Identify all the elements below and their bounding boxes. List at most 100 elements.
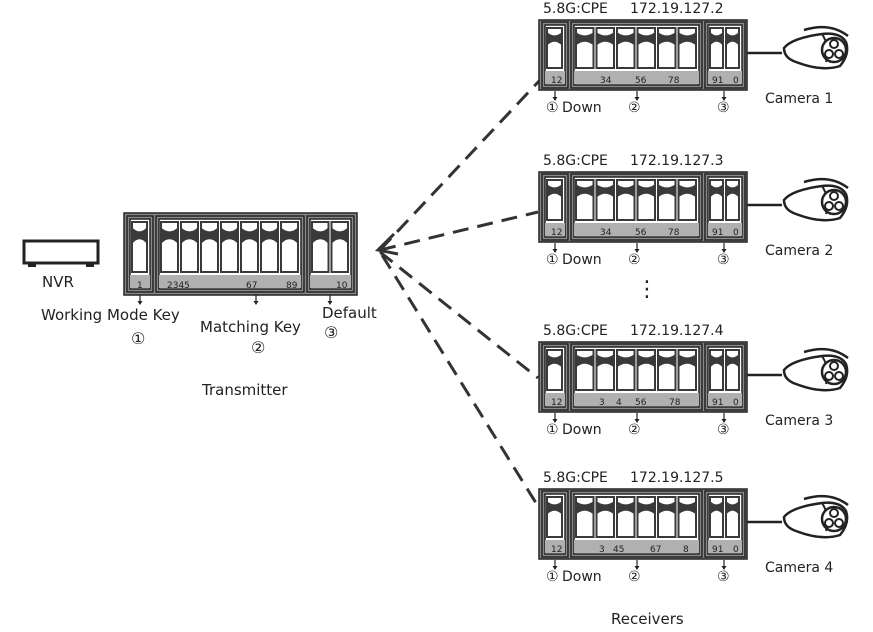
rx-tick-1 — [552, 560, 558, 570]
rx-default-group — [704, 173, 746, 241]
rx-marker-2: ② — [628, 422, 641, 438]
rx-working-mode-group — [541, 343, 569, 411]
tx-default-group — [306, 215, 355, 293]
rx-tick-1 — [552, 243, 558, 253]
receiver-band-label: 5.8G:CPE — [543, 470, 608, 486]
rx-matching-key-group-switch-3 — [616, 179, 636, 221]
tx-tick-2 — [253, 295, 259, 305]
receiver-ip-label: 172.19.127.4 — [630, 323, 724, 339]
rx-matching-key-group-switch-6 — [677, 496, 697, 538]
rx-matching-key-group-switch-2 — [595, 496, 615, 538]
rx-digit-g2-a: 34 — [600, 228, 612, 238]
rx-matching-key-group-switch-1 — [575, 179, 595, 221]
rx-digit-91: 91 — [712, 398, 723, 408]
rx-working-mode-group-switch-1 — [546, 496, 563, 538]
rx-default-group — [704, 343, 746, 411]
rx-marker-1: ① — [546, 569, 559, 585]
receivers-caption: Receivers — [611, 610, 684, 628]
rx-digit-g2-d: 78 — [669, 398, 681, 408]
rx-tick-2 — [634, 91, 640, 101]
receiver-band-label: 5.8G:CPE — [543, 323, 608, 339]
tx-default-group-switch-2 — [330, 221, 349, 273]
tx-digit-67: 67 — [246, 281, 257, 291]
rx-matching-key-group-switch-5 — [657, 496, 677, 538]
receiver-ip-label: 172.19.127.5 — [630, 470, 724, 486]
tx-matching-key-group-switch-4 — [220, 221, 239, 273]
rx-matching-key-group-switch-3 — [616, 27, 636, 69]
rx-digit-12: 12 — [551, 545, 562, 555]
matching-key-marker: ② — [251, 338, 265, 357]
link-receiver-2 — [379, 210, 539, 252]
rx-default-group-switch-2 — [725, 179, 740, 221]
rx-marker-3: ③ — [717, 422, 730, 438]
rx-marker-3: ③ — [717, 252, 730, 268]
rx-tick-3 — [721, 91, 727, 101]
receivers-group: 5.8G:CPE 172.19.127.2 12 34 56 78 91 0 ① Down ② ③ Ca… — [538, 1, 849, 585]
camera-label: Camera 2 — [765, 243, 833, 259]
rx-digit-g2-d: 8 — [683, 545, 689, 555]
camera-icon — [782, 25, 849, 70]
rx-tick-1 — [552, 91, 558, 101]
tx-matching-key-group — [155, 215, 305, 293]
receiver-band-label: 5.8G:CPE — [543, 1, 608, 17]
rx-digit-0: 0 — [733, 398, 739, 408]
rx-marker-3: ③ — [717, 100, 730, 116]
rx-default-group — [704, 21, 746, 89]
rx-default-group-switch-2 — [725, 27, 740, 69]
default-marker: ③ — [324, 323, 338, 342]
rx-digit-12: 12 — [551, 76, 562, 86]
tx-tick-1 — [137, 295, 143, 305]
link-receiver-3 — [379, 250, 539, 380]
rx-matching-key-group-switch-5 — [657, 349, 677, 391]
rx-marker-1: ① — [546, 100, 559, 116]
rx-matching-key-group — [570, 173, 703, 241]
matching-key-label: Matching Key — [200, 318, 301, 336]
rx-matching-key-group — [570, 490, 703, 558]
rx-tick-3 — [721, 243, 727, 253]
receiver-band-label: 5.8G:CPE — [543, 153, 608, 169]
rx-matching-key-group-switch-6 — [677, 349, 697, 391]
rx-down-label: Down — [562, 252, 602, 268]
rx-matching-key-group-switch-6 — [677, 179, 697, 221]
rx-matching-key-group — [570, 21, 703, 89]
rx-matching-key-group-switch-6 — [677, 27, 697, 69]
tx-working-mode-group-switch-1 — [131, 221, 148, 273]
rx-working-mode-group-switch-1 — [546, 179, 563, 221]
rx-tick-2 — [634, 560, 640, 570]
tx-digit-10: 10 — [336, 281, 348, 291]
rx-working-mode-group — [541, 490, 569, 558]
rx-digit-12: 12 — [551, 228, 562, 238]
rx-matching-key-group-switch-2 — [595, 349, 615, 391]
rx-default-group-switch-1 — [709, 27, 724, 69]
rx-tick-3 — [721, 560, 727, 570]
rx-matching-key-group-switch-4 — [636, 179, 656, 221]
rx-default-group-switch-2 — [725, 496, 740, 538]
rx-matching-key-group-switch-4 — [636, 496, 656, 538]
receiver-ip-label: 172.19.127.2 — [630, 1, 724, 17]
rx-working-mode-group-switch-1 — [546, 349, 563, 391]
rx-matching-key-group-switch-1 — [575, 349, 595, 391]
camera-icon — [782, 347, 849, 392]
rx-digit-g2-a: 3 — [599, 398, 605, 408]
camera-icon — [782, 494, 849, 539]
rx-digit-g2-a: 34 — [600, 76, 612, 86]
rx-digit-g2-b: 56 — [635, 76, 647, 86]
rx-digit-g2-a: 3 — [599, 545, 605, 555]
rx-tick-3 — [721, 413, 727, 423]
rx-matching-key-group-switch-3 — [616, 496, 636, 538]
rx-marker-2: ② — [628, 252, 641, 268]
tx-matching-key-group-switch-5 — [240, 221, 259, 273]
rx-digit-g2-c: 56 — [635, 398, 647, 408]
ellipsis-dots: ⋮ — [636, 277, 658, 302]
rx-default-group-switch-2 — [725, 349, 740, 391]
rx-matching-key-group — [570, 343, 703, 411]
rx-matching-key-group-switch-4 — [636, 349, 656, 391]
rx-default-group-switch-1 — [709, 496, 724, 538]
tx-matching-key-group-switch-2 — [180, 221, 199, 273]
rx-marker-2: ② — [628, 100, 641, 116]
camera-icon — [782, 177, 849, 222]
